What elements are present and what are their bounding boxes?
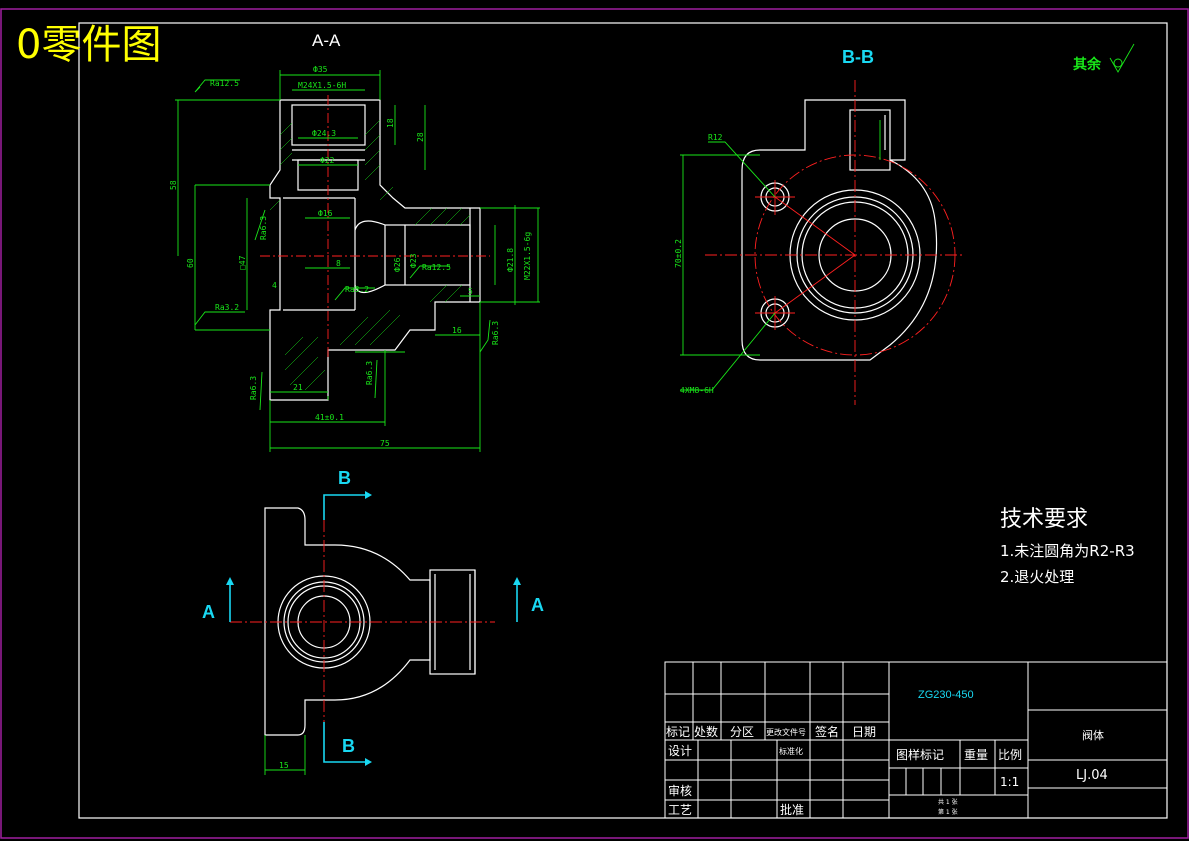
rough-ra32-b: Ra3.2 — [345, 285, 369, 294]
tb-label-approve: 批准 — [780, 802, 804, 817]
dim-bore-top: Ф24.3 — [312, 129, 336, 138]
rough-ra125-top: Ra12.5 — [210, 79, 239, 88]
cut-a-left-label: A — [202, 602, 215, 622]
tb-label-process: 工艺 — [668, 803, 692, 817]
rough-ra63-c: Ra6.3 — [249, 376, 258, 400]
tb-label-scale: 比例 — [998, 748, 1022, 762]
tb-label-zone: 分区 — [730, 725, 754, 739]
view-label-bb: B-B — [842, 47, 874, 67]
dim-left-60: 60 — [186, 258, 195, 268]
rough-ra63-b: Ra6.3 — [491, 321, 500, 345]
tb-material: ZG230-450 — [918, 689, 974, 701]
tech-req-item-1: 1.未注圆角为R2-R3 — [1000, 542, 1135, 560]
tb-scale-value: 1:1 — [1000, 775, 1019, 789]
dim-right-218: Ф21.8 — [506, 248, 515, 272]
dim-left-58: 58 — [169, 180, 178, 190]
dim-21: 21 — [293, 383, 303, 392]
rough-ra63-a: Ra6.3 — [259, 216, 268, 240]
dim-5: 5 — [468, 287, 473, 296]
dim-depth-28: 28 — [416, 132, 425, 142]
cut-b-top-label: B — [338, 468, 351, 488]
tb-sheet-total: 共 1 张 — [938, 798, 958, 806]
dim-r12: R12 — [708, 133, 723, 142]
tb-label-weight: 重量 — [964, 748, 988, 762]
dim-depth-18: 18 — [386, 118, 395, 128]
corner-title: 0零件图 — [16, 22, 161, 68]
dim-15: 15 — [279, 761, 289, 770]
rough-ra63-d: Ra6.3 — [365, 361, 374, 385]
dim-4: 4 — [272, 281, 277, 290]
view-label-aa: A-A — [312, 31, 341, 50]
dim-top-width: Ф35 — [313, 65, 328, 74]
tb-label-doc-no: 更改文件号 — [766, 727, 806, 737]
cut-a-right-label: A — [531, 595, 544, 615]
tb-label-date: 日期 — [852, 725, 876, 739]
dim-bb-height: 70±0.2 — [674, 239, 683, 268]
dim-left-sq: □47 — [238, 255, 247, 270]
tb-label-review: 审核 — [668, 783, 692, 798]
tb-part-name: 阀体 — [1082, 728, 1104, 742]
dim-right-23: Ф23 — [409, 253, 418, 268]
tech-req-heading: 技术要求 — [1000, 507, 1088, 532]
dim-16b: 16 — [452, 326, 462, 335]
section-view-aa: A-A — [169, 31, 540, 452]
tb-label-stage-mark: 图样标记 — [896, 747, 944, 762]
tb-label-mark: 标记 — [666, 725, 690, 739]
title-block: 标记 处数 分区 更改文件号 签名 日期 设计 标准化 审核 工艺 批准 ZG2… — [664, 661, 1168, 819]
dim-thread-top: M24X1.5-6H — [298, 81, 346, 90]
rough-ra32-a: Ra3.2 — [215, 303, 239, 312]
roughness-other-label: 其余 — [1073, 56, 1102, 73]
dim-right-thread: M22X1.5-6g — [523, 232, 532, 280]
tb-label-standardize: 标准化 — [779, 746, 803, 756]
dim-8: 8 — [336, 259, 341, 268]
dim-16: Ф16 — [318, 209, 333, 218]
section-view-bb: B-B R12 70±0.2 4XM8-6H — [674, 47, 965, 405]
tech-req-item-2: 2.退火处理 — [1000, 568, 1074, 586]
roughness-symbol-icon — [1109, 43, 1135, 73]
rough-ra125-b: Ra12.5 — [422, 263, 451, 272]
dim-bb-holes: 4XM8-6H — [680, 386, 714, 395]
outer-frame — [0, 8, 1189, 839]
tb-sheet-no: 第 1 张 — [938, 808, 958, 816]
cut-b-bottom-label: B — [342, 736, 355, 756]
roughness-circle-icon — [1113, 58, 1123, 68]
tb-label-signature: 签名 — [815, 724, 839, 739]
tb-drawing-no: LJ.04 — [1076, 768, 1108, 783]
dim-41: 41±0.1 — [315, 413, 344, 422]
dim-75: 75 — [380, 439, 390, 448]
plan-view: B B A A 15 — [202, 468, 544, 775]
tb-label-design: 设计 — [668, 744, 692, 758]
inner-border — [78, 22, 1168, 819]
dim-right-26: Ф26 — [393, 257, 402, 272]
tb-label-count: 处数 — [694, 724, 718, 739]
dim-inner-22: Ф22 — [320, 156, 335, 165]
